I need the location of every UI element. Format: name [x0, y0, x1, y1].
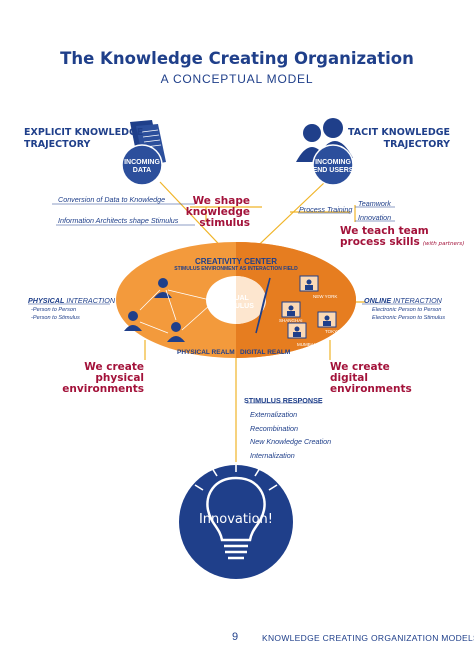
stimulus-response-heading: STIMULUS RESPONSE [244, 396, 323, 405]
incoming-users-line2: END USERS [312, 167, 354, 174]
page-subtitle: A CONCEPTUAL MODEL [160, 72, 314, 86]
online-item-1: Electronic Person to Person [372, 307, 442, 313]
explicit-item-2: Information Architects shape Stimulus [58, 216, 179, 225]
incoming-data-line2: DATA [132, 167, 152, 174]
physical-statement-line1: We create [84, 361, 144, 373]
online-interaction-label: ONLINE INTERACTION [364, 296, 442, 305]
physical-item-2: -Person to Stimulus [31, 314, 80, 321]
visual-stimulus-line1: VISUAL [223, 295, 249, 302]
online-items: Electronic Person to Person Electronic P… [372, 307, 445, 322]
digital-statement: We create digital environments [330, 362, 412, 395]
response-item-1: Externalization [250, 410, 298, 419]
incoming-data-badge [121, 144, 163, 186]
incoming-data-label: INCOMING DATA [122, 159, 162, 175]
physical-statement: We create physical environments [40, 362, 144, 395]
tacit-training: Process Training [299, 205, 353, 214]
visual-stimulus-line2: STIMULUS [218, 303, 254, 310]
response-item-2: Recombination [250, 423, 298, 433]
visual-stimulus-label: VISUAL STIMULUS [216, 295, 256, 311]
creativity-center-subtitle: STIMULUS ENVIRONMENT AS INTERACTION FIEL… [174, 266, 298, 272]
footer-text: KNOWLEDGE CREATING ORGANIZATION MODELS [262, 633, 474, 643]
tacit-heading: TACIT KNOWLEDGE TRAJECTORY [336, 127, 450, 151]
person-icon [124, 311, 142, 331]
physical-statement-line3: environments [62, 383, 144, 395]
explicit-statement: We shape knowledge stimulus [150, 196, 250, 229]
tacit-statement: We teach team process skills(with partne… [340, 226, 464, 249]
digital-half [236, 242, 356, 358]
tacit-statement-note: (with partners) [422, 241, 465, 247]
location-label-1: NEW YORK [313, 294, 338, 299]
digital-statement-line2: digital [330, 372, 368, 384]
location-label-3: SHANGHAI [279, 318, 303, 323]
incoming-data-line1: INCOMING [124, 159, 160, 166]
incoming-users-line1: INCOMING [315, 159, 351, 166]
person-icon [167, 322, 185, 342]
explicit-statement-line2: knowledge [185, 206, 250, 218]
tacit-heading-line2: TRAJECTORY [383, 139, 450, 150]
physical-interaction-label: PHYSICAL INTERACTION [28, 296, 115, 305]
incoming-users-badge [312, 144, 354, 186]
stimulus-screen-shape [255, 277, 271, 334]
tacit-heading-line1: TACIT KNOWLEDGE [348, 127, 450, 138]
physical-label-strong: PHYSICAL [28, 296, 65, 305]
explicit-heading-line1: EXPLICIT KNOWLEDGE [24, 127, 144, 138]
stimulus-response-list: Externalization Recombination New Knowle… [250, 408, 331, 462]
location-label-4: TOKYO [325, 329, 341, 334]
page-number: 9 [232, 631, 239, 643]
response-item-3: New Knowledge Creation [250, 437, 332, 446]
explicit-statement-line3: stimulus [199, 217, 250, 229]
physical-label-rest: INTERACTION [64, 296, 116, 305]
online-item-2: Electronic Person to Stimulus [372, 314, 446, 321]
digital-realm-label: DIGITAL REALM [240, 349, 291, 356]
online-label-strong: ONLINE [364, 296, 392, 305]
tacit-item-1: Teamwork [358, 199, 391, 208]
digital-statement-line3: environments [330, 383, 412, 395]
visual-stimulus-digital-half [236, 276, 266, 324]
creativity-center-title: CREATIVITY CENTER [195, 257, 277, 266]
incoming-users-label: INCOMING END USERS [311, 159, 355, 175]
physical-statement-line2: physical [95, 372, 144, 384]
location-label-2: MUMBAI [297, 342, 315, 347]
physical-item-1: -Person to Person [31, 307, 77, 313]
online-label-rest: INTERACTION [391, 296, 442, 305]
lightbulb-icon [179, 462, 293, 579]
physical-realm-label: PHYSICAL REALM [177, 349, 235, 356]
page-title: The Knowledge Creating Organization [60, 49, 414, 68]
explicit-statement-line1: We shape [192, 195, 250, 207]
tacit-item-2: Innovation [358, 213, 392, 222]
tacit-statement-line2: process skills [340, 236, 420, 248]
tacit-statement-line1: We teach team [340, 225, 429, 237]
digital-statement-line1: We create [330, 361, 390, 373]
response-item-4: Internalization [250, 450, 295, 460]
explicit-heading: EXPLICIT KNOWLEDGE TRAJECTORY [24, 127, 143, 151]
innovation-label: Innovation! [198, 512, 274, 527]
explicit-item-1: Conversion of Data to Knowledge [58, 195, 166, 204]
physical-items: -Person to Person -Person to Stimulus [31, 307, 80, 322]
explicit-heading-line2: TRAJECTORY [24, 139, 91, 150]
